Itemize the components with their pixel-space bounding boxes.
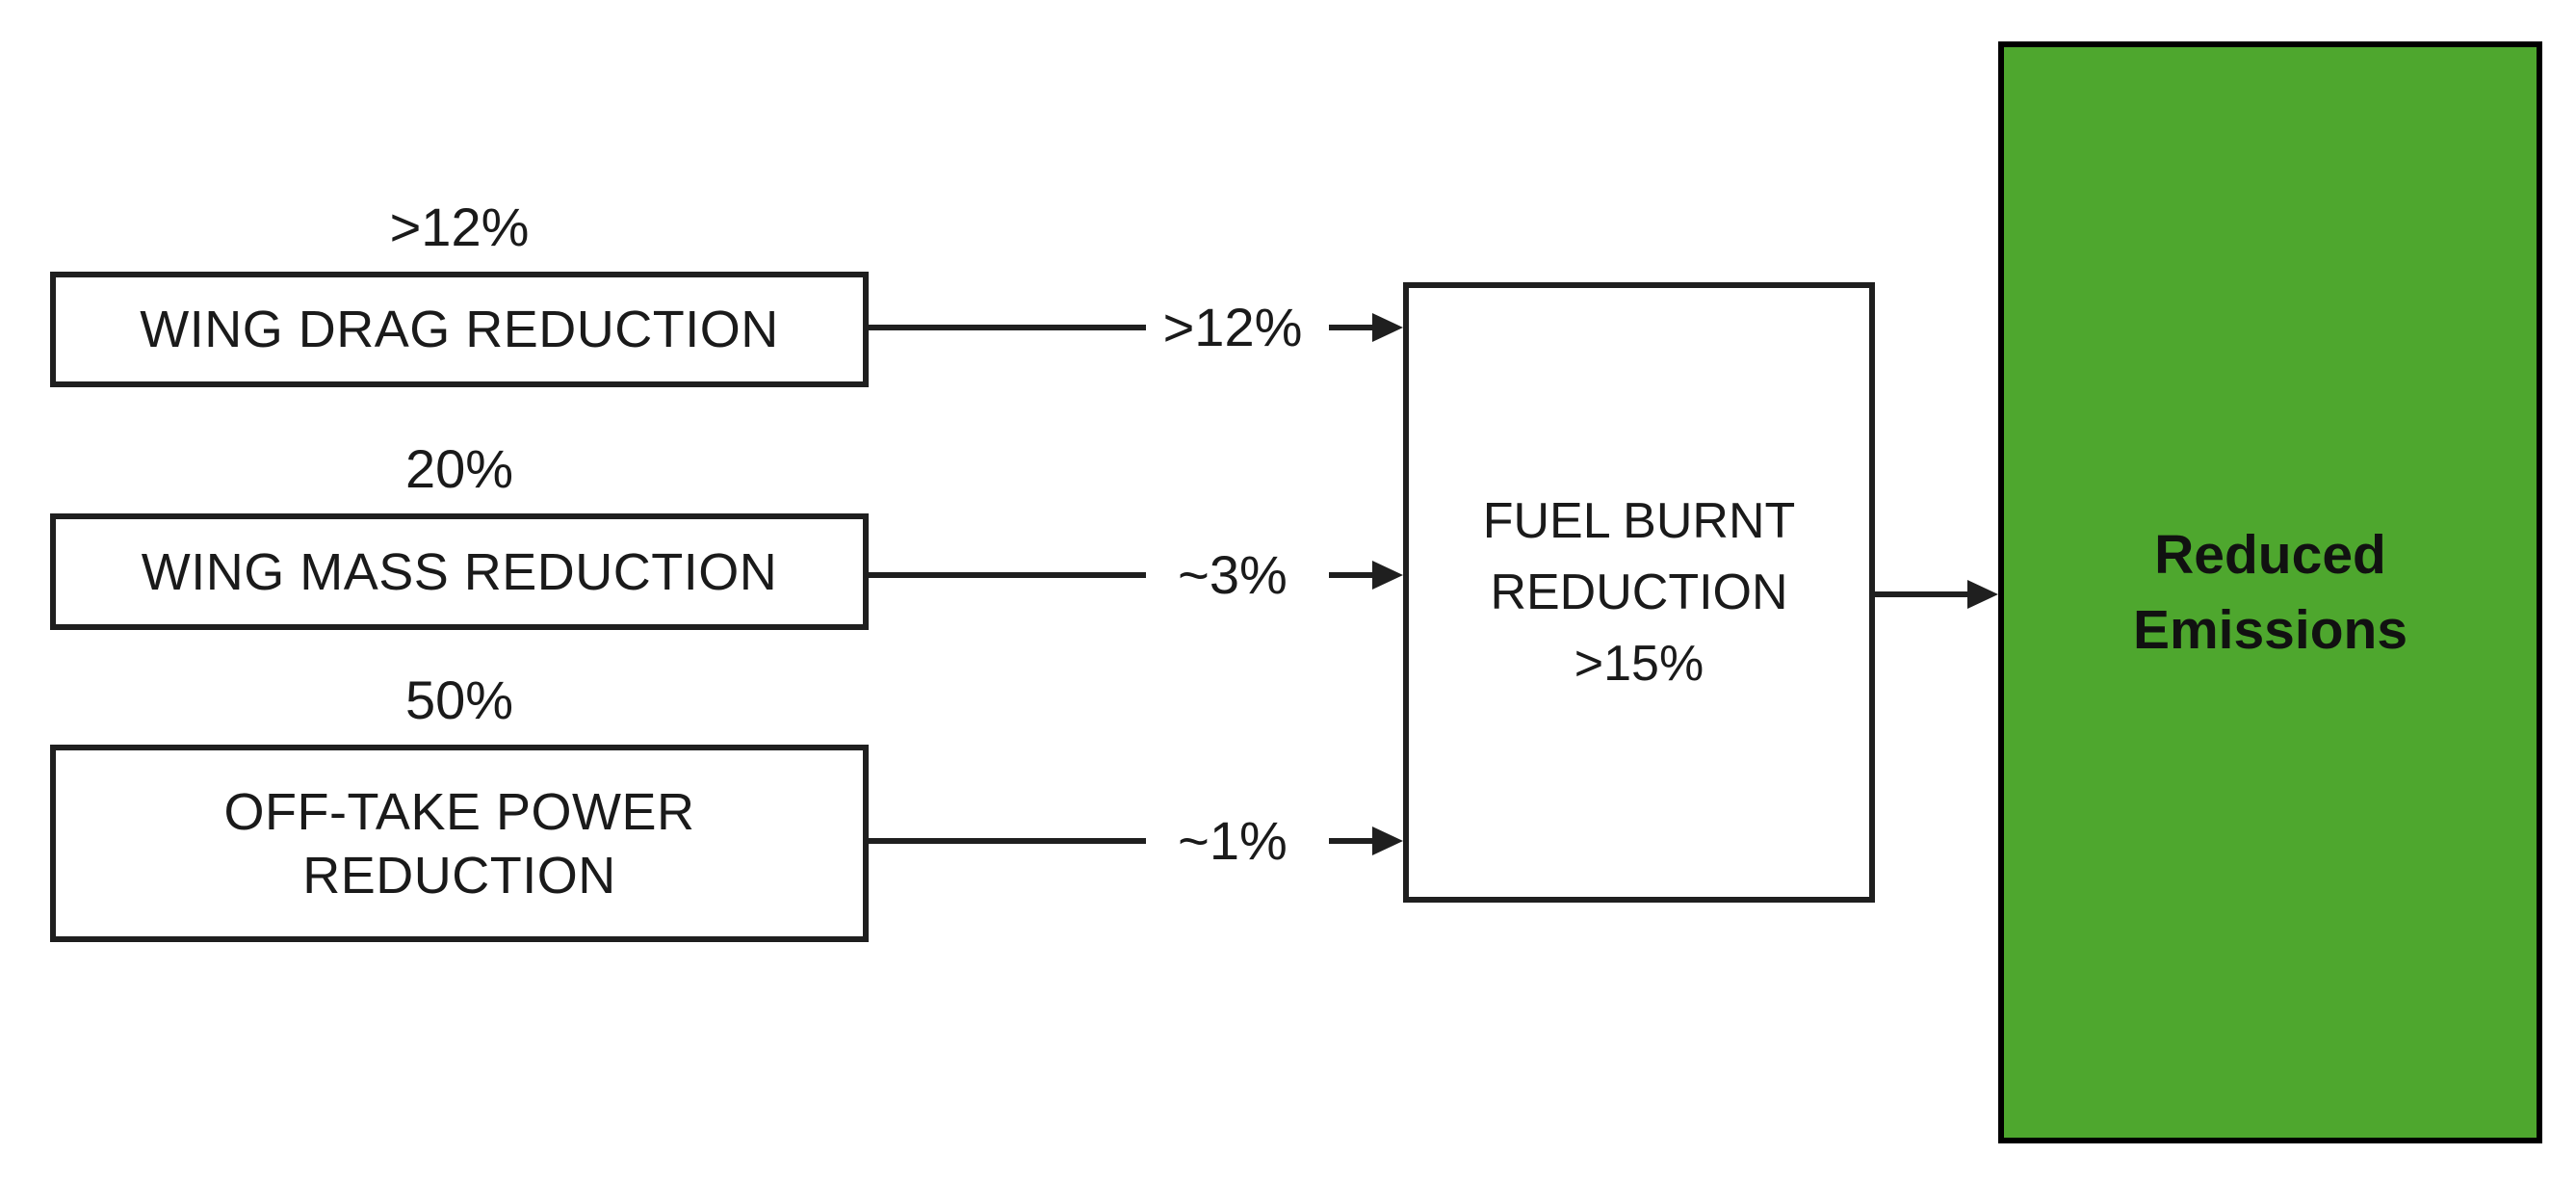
wing-mass-arrow-line	[1329, 572, 1374, 578]
output-arrow-line	[1875, 591, 1969, 597]
offtake-arrow-line	[1329, 838, 1374, 844]
wing-drag-arrow-label: >12%	[1162, 297, 1303, 357]
fuel-burnt-reduction-value: >15%	[1574, 636, 1704, 692]
wing-mass-reduction-box: WING MASS REDUCTION	[50, 513, 869, 630]
wing-drag-arrow-line	[869, 325, 1146, 330]
arrowhead-right-icon	[1967, 580, 1998, 609]
arrowhead-right-icon	[1372, 827, 1403, 855]
reduced-emissions-label: Reduced Emissions	[2132, 524, 2408, 661]
wing-drag-arrow-line	[1329, 325, 1374, 330]
arrowhead-right-icon	[1372, 313, 1403, 342]
fuel-burnt-reduction-box: FUEL BURNT REDUCTION >15%	[1403, 282, 1875, 903]
fuel-burnt-reduction-title: FUEL BURNT REDUCTION	[1482, 493, 1796, 620]
arrowhead-right-icon	[1372, 561, 1403, 590]
wing-drag-reduction-box-label: WING DRAG REDUCTION	[140, 301, 779, 358]
offtake-arrow-label: ~1%	[1178, 810, 1288, 871]
wing-mass-arrow-label: ~3%	[1178, 544, 1288, 605]
wing-drag-percent-label: >12%	[389, 197, 530, 257]
offtake-arrow-line	[869, 838, 1146, 844]
wing-mass-percent-label: 20%	[404, 438, 514, 499]
wing-drag-reduction-box: WING DRAG REDUCTION	[50, 272, 869, 387]
offtake-power-reduction-box-label: OFF-TAKE POWER REDUCTION	[223, 782, 695, 905]
wing-mass-arrow-line	[869, 572, 1146, 578]
offtake-power-percent-label: 50%	[404, 669, 514, 730]
reduced-emissions-box: Reduced Emissions	[1998, 41, 2542, 1143]
wing-mass-reduction-box-label: WING MASS REDUCTION	[141, 542, 778, 601]
offtake-power-reduction-box: OFF-TAKE POWER REDUCTION	[50, 745, 869, 942]
